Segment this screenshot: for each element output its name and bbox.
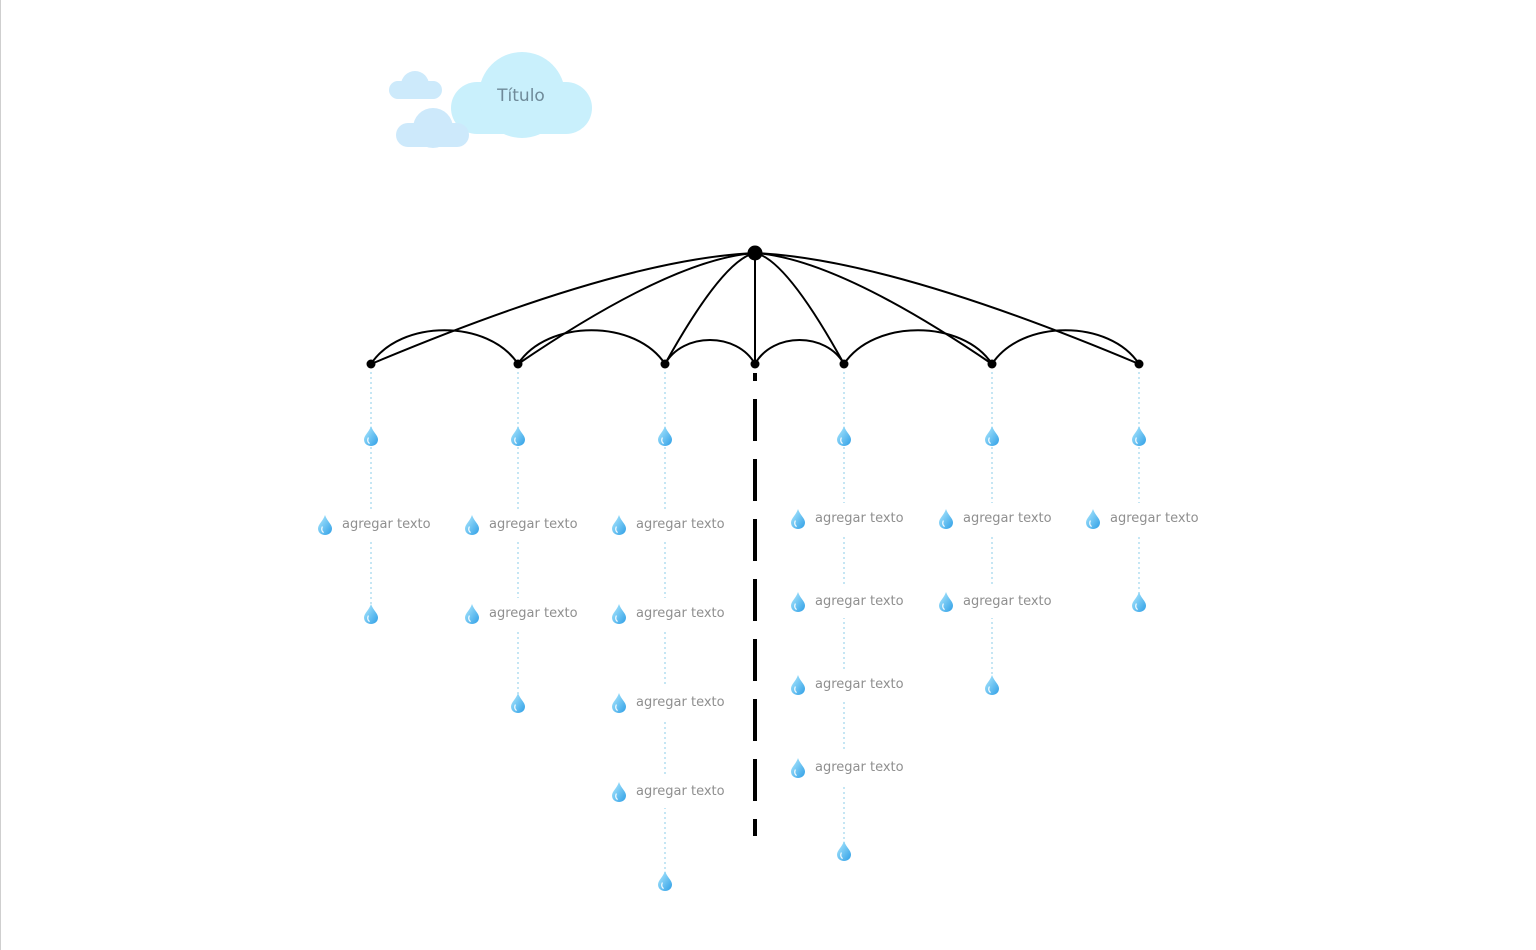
water-drop-icon (939, 592, 953, 612)
node-text[interactable]: agregar texto (489, 517, 578, 532)
water-drop-icon (511, 693, 525, 713)
umbrella-scallop (664, 339, 756, 365)
node-text[interactable]: agregar texto (815, 594, 904, 609)
rib-tip-dot (513, 359, 523, 369)
water-drop-icon (658, 871, 672, 891)
water-drop-icon (985, 426, 999, 446)
water-drop-icon (1132, 426, 1146, 446)
diagram-title[interactable]: Título (497, 86, 545, 106)
umbrella-scallop (370, 329, 519, 365)
umbrella-rib (754, 252, 1140, 365)
node-text[interactable]: agregar texto (815, 760, 904, 775)
left-border (0, 0, 1, 950)
rib-tip-dot (660, 359, 670, 369)
water-drop-icon (939, 509, 953, 529)
node-text[interactable]: agregar texto (342, 517, 431, 532)
node-text[interactable]: agregar texto (489, 606, 578, 621)
node-text[interactable]: agregar texto (815, 677, 904, 692)
water-drop-icon (658, 426, 672, 446)
umbrella-rib (754, 252, 993, 365)
water-drop-icon (791, 758, 805, 778)
umbrella-rib (517, 252, 756, 365)
water-drop-icon (1086, 509, 1100, 529)
umbrella-rib (370, 252, 756, 365)
node-text[interactable]: agregar texto (1110, 511, 1199, 526)
node-text[interactable]: agregar texto (963, 511, 1052, 526)
rib-tip-dot (987, 359, 997, 369)
water-drop-icon (364, 604, 378, 624)
water-drop-icon (612, 693, 626, 713)
water-drop-icon (465, 604, 479, 624)
umbrella-rib (664, 252, 756, 365)
water-drop-icon (612, 604, 626, 624)
water-drop-icon (837, 841, 851, 861)
water-drop-icon (837, 426, 851, 446)
umbrella-scallop (754, 339, 845, 365)
node-text[interactable]: agregar texto (815, 511, 904, 526)
node-text[interactable]: agregar texto (963, 594, 1052, 609)
rib-tip-dot (366, 359, 376, 369)
water-drop-icon (791, 509, 805, 529)
umbrella-scallop (843, 329, 993, 365)
water-drop-icon (511, 426, 525, 446)
node-text[interactable]: agregar texto (636, 784, 725, 799)
umbrella-apex-dot (747, 245, 763, 261)
water-drop-icon (1132, 592, 1146, 612)
rib-tip-dot (839, 359, 849, 369)
rib-tip-dot (750, 359, 760, 369)
water-drop-icon (364, 426, 378, 446)
water-drop-icon (791, 592, 805, 612)
cloud-icon (389, 52, 592, 148)
node-text[interactable]: agregar texto (636, 517, 725, 532)
water-drop-icon (318, 515, 332, 535)
water-drop-icon (791, 675, 805, 695)
water-drop-icon (465, 515, 479, 535)
umbrella-rib (754, 252, 845, 365)
node-text[interactable]: agregar texto (636, 606, 725, 621)
umbrella-scallop (991, 329, 1140, 365)
rib-tip-dot (1134, 359, 1144, 369)
umbrella-scallop (517, 329, 666, 365)
water-drop-icon (985, 675, 999, 695)
water-drop-icon (612, 782, 626, 802)
node-text[interactable]: agregar texto (636, 695, 725, 710)
water-drop-icon (612, 515, 626, 535)
umbrella-canopy (366, 245, 1144, 836)
